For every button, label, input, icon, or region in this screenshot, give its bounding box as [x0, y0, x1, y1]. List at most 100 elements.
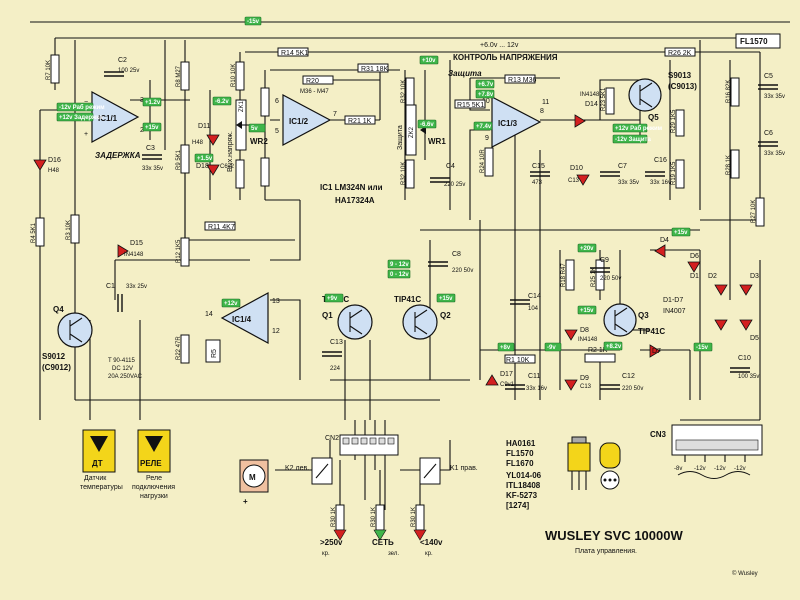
compat-6: KF-5273	[506, 491, 538, 500]
r18-label: R1 10K	[506, 357, 530, 364]
svg-text:-12v Защита: -12v Защита	[615, 137, 651, 143]
svg-text:-15v: -15v	[247, 19, 260, 25]
r20-label: R20	[306, 78, 319, 85]
led1-color: кр.	[322, 551, 330, 557]
c14-label: C14	[528, 293, 541, 300]
c11-label: C11	[528, 373, 540, 380]
package-icons	[567, 436, 621, 490]
d10-type: C13	[568, 178, 580, 184]
q2-name: Q2	[440, 311, 451, 320]
svg-text:3: 3	[140, 97, 144, 104]
compat-2: FL1570	[506, 449, 534, 458]
q1-name: Q1	[322, 311, 333, 320]
capacitors	[104, 71, 778, 390]
pot-wr2[interactable]	[235, 99, 250, 151]
c5-label: C5	[764, 73, 773, 80]
svg-text:14: 14	[205, 311, 213, 318]
c15-val: 473	[532, 180, 543, 186]
wr1-desc: Защита	[397, 125, 404, 150]
svg-text:+20v: +20v	[580, 246, 594, 252]
c12-label: C12	[622, 373, 635, 380]
led2-label: СЕТЬ	[372, 538, 394, 547]
r7-label: R7 10K	[46, 60, 52, 80]
svg-text:12: 12	[272, 328, 280, 335]
delay-label: ЗАДЕРЖКА	[95, 151, 141, 160]
control-title: КОНТРОЛЬ НАПРЯЖЕНИЯ	[453, 53, 558, 62]
c7-val: 33x 35v	[618, 180, 639, 186]
svg-text:IC1/1: IC1/1	[98, 114, 118, 123]
r11-label: R11 4K7	[208, 224, 235, 231]
led3-color: кр.	[425, 551, 433, 557]
k2-label: K2 лев.	[285, 465, 309, 472]
c16-label: C16	[654, 157, 667, 164]
svg-text:+1.2v: +1.2v	[145, 100, 161, 106]
c10-label: C10	[738, 355, 751, 362]
footer-copyright: © Wusley	[732, 570, 758, 577]
r13-label: R13 M36	[508, 77, 537, 84]
cn3-pin-2: -12v	[694, 466, 706, 472]
d14-label: D14	[585, 101, 598, 108]
d1-label: D1	[690, 273, 699, 280]
svg-text:+: +	[84, 131, 88, 138]
q2-type: TIP41C	[394, 295, 421, 304]
cn2-label: CN2	[325, 435, 339, 442]
temp-card-label: ДТ	[92, 459, 103, 468]
svg-text:+15v: +15v	[674, 230, 688, 236]
c15-label: C15	[532, 163, 545, 170]
c2-val: 100 25v	[118, 68, 139, 74]
svg-text:-9v: -9v	[547, 345, 556, 351]
op-amp-ic1-2: IC1/2 657	[275, 94, 337, 146]
svg-text:-15v: -15v	[696, 345, 709, 351]
svg-text:8: 8	[540, 108, 544, 115]
r23-label: R18 R47	[561, 263, 567, 287]
d11-label: D11	[198, 123, 210, 130]
ic-alt-label: HA17324A	[335, 196, 375, 205]
transistor-q3	[603, 303, 637, 337]
c4-label: C4	[446, 163, 455, 170]
c9-label: C9	[600, 257, 609, 264]
c3-label: C3	[146, 145, 155, 152]
r21-label: R21 1K	[348, 118, 372, 125]
c5-val: 33x 35v	[764, 94, 785, 100]
r32-label: R32 10K	[401, 80, 407, 103]
relay-card-label: РЕЛЕ	[140, 459, 162, 468]
r5-label: R5	[211, 349, 218, 358]
q5-type: S9013	[668, 71, 692, 80]
d7-label: D7	[652, 348, 661, 355]
relay-dc-label: DC 12V	[112, 366, 133, 372]
q4-type: S9012	[42, 352, 66, 361]
svg-text:-12v Раб режим: -12v Раб режим	[59, 104, 105, 111]
svg-text:+10v: +10v	[422, 58, 436, 64]
svg-text:13: 13	[272, 298, 280, 305]
svg-text:IC1/3: IC1/3	[498, 119, 518, 128]
c12-val: 220 50v	[622, 386, 643, 392]
r14-label: R14 5K1	[281, 50, 308, 57]
compat-4: YL014-06	[506, 471, 542, 480]
r25-label: R2 1K	[588, 347, 608, 354]
temp-desc-1: Датчик	[84, 475, 107, 482]
resistors-horizontal	[204, 47, 696, 364]
d17-label: D17	[500, 371, 513, 378]
compat-3: FL1670	[506, 459, 534, 468]
d18-type: C6v2	[220, 164, 235, 170]
svg-text:IC1/2: IC1/2	[289, 117, 309, 126]
relay-ac-label: 20A 250VAC	[108, 374, 143, 380]
svg-text:+15v: +15v	[145, 125, 159, 131]
relay-t-label: T 90-4115	[108, 358, 135, 364]
svg-text:+15v: +15v	[439, 296, 453, 302]
transistor-q2	[402, 304, 438, 340]
r8-label: R8 M27	[176, 65, 182, 87]
q3-name: Q3	[638, 311, 649, 320]
footer-title: WUSLEY SVC 10000W	[545, 528, 683, 543]
svg-text:-6.6v: -6.6v	[420, 122, 434, 128]
r1-label: R24 10R	[480, 149, 486, 173]
svg-text:+6.7v: +6.7v	[478, 82, 494, 88]
d15-type: IN4148	[124, 252, 144, 258]
sensor-temp-card	[82, 429, 116, 473]
svg-text:9: 9	[485, 135, 489, 142]
r16-label: R23 5K1	[601, 87, 607, 111]
motor-label: M	[249, 473, 256, 482]
svg-text:+7.4v: +7.4v	[476, 124, 492, 130]
temp-desc-2: температуры	[80, 484, 123, 491]
